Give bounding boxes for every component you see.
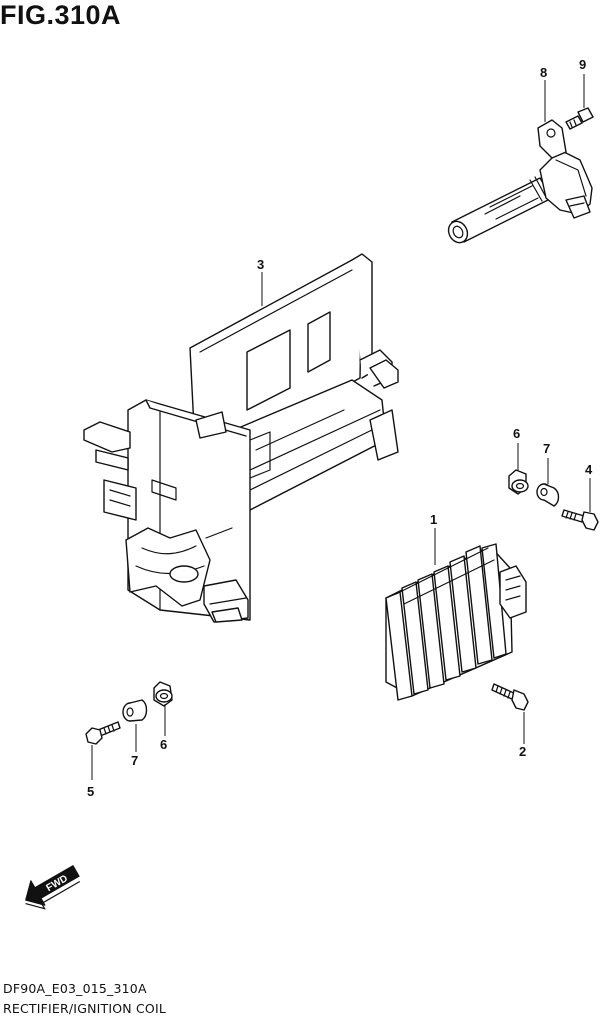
callout-8: 8 xyxy=(540,65,547,80)
collar-7-lower[interactable] xyxy=(122,699,148,722)
grommet-6-lower[interactable] xyxy=(153,681,173,707)
callout-7-lower: 7 xyxy=(131,753,138,768)
figure-code: DF90A_E03_015_310A xyxy=(3,981,147,996)
figure-name: RECTIFIER/IGNITION COIL xyxy=(3,1001,167,1016)
fwd-label: FWD xyxy=(45,873,70,894)
forward-arrow-icon: FWD xyxy=(25,865,81,910)
bolt-9[interactable] xyxy=(565,107,594,130)
bolt-4[interactable] xyxy=(561,509,599,531)
callout-5: 5 xyxy=(87,784,94,799)
collar-7-upper[interactable] xyxy=(536,483,560,507)
callout-3: 3 xyxy=(257,257,264,272)
callout-1: 1 xyxy=(430,512,437,527)
bracket[interactable] xyxy=(83,253,399,623)
callout-4: 4 xyxy=(585,462,593,477)
figure-title: FIG.310A xyxy=(0,0,122,30)
callout-9: 9 xyxy=(579,57,586,72)
grommet-6-upper[interactable] xyxy=(508,469,529,495)
ignition-coil[interactable] xyxy=(445,119,593,246)
callout-7-upper: 7 xyxy=(543,441,550,456)
callout-2: 2 xyxy=(519,744,526,759)
callout-6-upper: 6 xyxy=(513,426,520,441)
rectifier[interactable] xyxy=(385,543,527,701)
bolt-5[interactable] xyxy=(85,721,121,745)
bolt-2[interactable] xyxy=(491,683,529,711)
callout-6-lower: 6 xyxy=(160,737,167,752)
